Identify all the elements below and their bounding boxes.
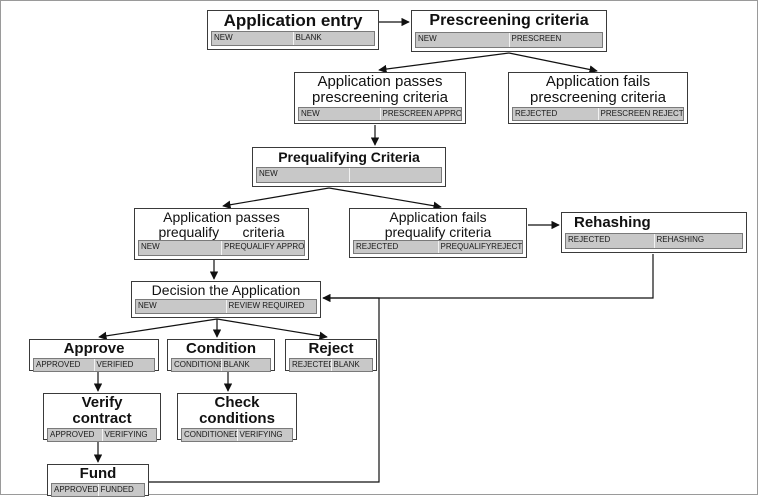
substatus-tag: PRESCREEN <box>509 33 602 47</box>
node-title-line: prescreening criteria <box>530 88 666 106</box>
node-title-line: contract <box>72 409 132 427</box>
substatus-tag: PREQUALIFY APPROVED <box>222 241 304 255</box>
status-tag: NEW <box>299 107 381 120</box>
status-tag: APPROVED <box>52 483 99 496</box>
substatus-tag: PRESCREEN REJECTED <box>598 107 683 120</box>
node-title-line: Application entry <box>223 11 363 30</box>
status-tag: REJECTED <box>354 241 439 254</box>
node-condition: ConditionCONDITIONEDBLANK <box>167 339 275 372</box>
status-tags: NEW <box>256 167 442 183</box>
node-title-line: Rehashing <box>574 214 651 232</box>
edge-decision-reject <box>216 318 328 340</box>
status-tag: CONDITIONED <box>172 358 222 371</box>
status-tag: CONDITIONED <box>182 428 238 441</box>
node-title-line: Prequalifying Criteria <box>278 149 420 166</box>
edge-fund-decision <box>149 297 380 483</box>
node-title-line: Application passes <box>163 209 280 225</box>
node-title-line: Prescreening criteria <box>429 12 589 30</box>
substatus-tag: VERIFYING <box>237 428 292 441</box>
status-tag: NEW <box>257 168 350 182</box>
substatus-tag: VERIFIED <box>94 358 154 371</box>
node-title-line: Fund <box>79 465 117 482</box>
status-tag: NEW <box>416 33 510 47</box>
status-tags: REJECTEDPREQUALIFYREJECTED <box>353 240 523 255</box>
node-title-line: Application fails <box>545 73 651 90</box>
substatus-tag: PREQUALIFYREJECTED <box>438 241 522 254</box>
status-tag: REJECTED <box>566 234 655 248</box>
node-title-line: prequalify criteria <box>384 223 492 240</box>
edge-prescreening-fails <box>508 52 598 74</box>
status-tag: APPROVED <box>34 358 95 371</box>
node-title-line: Application passes <box>317 73 443 90</box>
node-title-line: Reject <box>308 340 354 357</box>
edge-prequalifying-fails <box>328 187 442 210</box>
node-title-line: Application fails <box>389 209 487 225</box>
node-title-line: Approve <box>63 340 125 357</box>
substatus-tag: REHASHING <box>654 234 742 248</box>
edge-prescreening-passes <box>378 52 510 74</box>
substatus-tag: BLANK <box>331 358 372 371</box>
edge-rehashing-decision <box>322 254 654 303</box>
edge-prequalifying-passes <box>222 187 330 209</box>
substatus-tag: BLANK <box>221 358 270 371</box>
status-tag: NEW <box>212 31 294 45</box>
substatus-tag: REVIEW REQUIRED <box>226 299 316 313</box>
edge-decision-approve <box>98 318 218 341</box>
node-title-line: prequalify criteria <box>158 223 285 240</box>
status-tag: NEW <box>139 241 222 255</box>
status-tag: REJECTED <box>290 358 332 371</box>
substatus-tag <box>349 168 441 182</box>
node-title-line: prescreening criteria <box>312 88 448 106</box>
status-tag: APPROVED <box>48 428 103 441</box>
status-tag: REJECTED <box>513 107 599 120</box>
substatus-tag: FUNDED <box>98 483 144 496</box>
status-tag: NEW <box>136 299 227 313</box>
status-tags: CONDITIONEDBLANK <box>171 357 271 372</box>
substatus-tag: BLANK <box>293 31 374 45</box>
node-title-line: Verify <box>81 394 123 411</box>
node-title-line: Check <box>214 394 260 411</box>
node-title-line: Condition <box>186 340 256 357</box>
substatus-tag: VERIFYING <box>102 428 156 441</box>
node-title-line: Decision the Application <box>151 282 301 298</box>
substatus-tag: PRESCREEN APPROVED <box>380 107 461 120</box>
node-title-line: conditions <box>199 409 275 427</box>
